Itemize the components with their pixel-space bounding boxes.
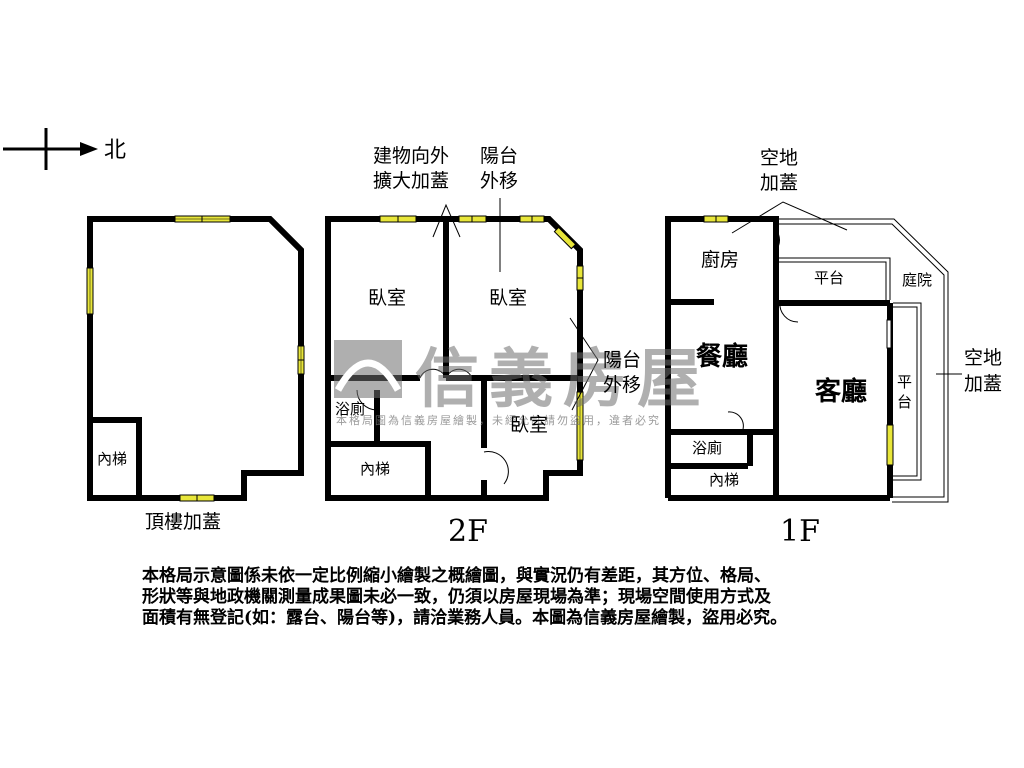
dining-room-label: 餐廳 [696, 342, 749, 372]
first-floor-doors [727, 229, 799, 433]
open-land-right-note-line1: 空地 [964, 347, 1003, 369]
open-land-top-note-line1: 空地 [760, 147, 799, 169]
first-floor-outer-yard [779, 218, 949, 503]
watermark-brand: 信義房屋 [415, 343, 711, 417]
roof-caption: 頂樓加蓋 [145, 511, 222, 533]
second-bedroom-right-label: 臥室 [489, 287, 528, 309]
first-floor-caption: 1F [780, 514, 820, 549]
roof-windows [86, 215, 305, 502]
extension-note-line1: 建物向外 [373, 145, 450, 167]
balcony-side-note-line2: 外移 [603, 374, 642, 396]
kitchen-label: 廚房 [701, 249, 740, 271]
platform-side-label-2: 台 [897, 393, 913, 411]
first-bathroom-label: 浴廁 [692, 439, 723, 457]
north-label: 北 [104, 138, 127, 163]
first-floor-windows [703, 215, 894, 466]
second-floor-windows [379, 215, 584, 461]
roof-stairs-label: 內梯 [97, 450, 128, 468]
courtyard-label: 庭院 [902, 271, 933, 289]
disclaimer: 本格局示意圖係未依一定比例縮小繪製之概繪圖，與實況仍有差距，其方位、格局、 形狀… [142, 566, 902, 629]
second-stairs-label: 內梯 [360, 460, 391, 478]
second-bathroom-label: 浴廁 [335, 400, 366, 418]
first-floor-leader-lines [731, 201, 962, 375]
extension-note-line2: 擴大加蓋 [373, 170, 450, 192]
balcony-side-note-line1: 陽台 [603, 349, 642, 371]
second-bedroom-bottom-label: 臥室 [510, 414, 549, 436]
second-floor-caption: 2F [448, 514, 488, 549]
balcony-top-note-line1: 陽台 [480, 145, 519, 167]
first-stairs-label: 內梯 [709, 471, 740, 489]
watermark-logo-icon [334, 340, 402, 398]
platform-side-label-1: 平 [897, 373, 913, 391]
balcony-top-note-line2: 外移 [480, 170, 519, 192]
open-land-right-note-line2: 加蓋 [964, 373, 1003, 395]
north-arrow-icon [3, 128, 98, 170]
open-land-top-note-line2: 加蓋 [760, 172, 799, 194]
second-bedroom-left-label: 臥室 [368, 287, 407, 309]
disclaimer-line: 本格局示意圖係未依一定比例縮小繪製之概繪圖，與實況仍有差距，其方位、格局、 [142, 566, 771, 586]
disclaimer-line: 面積有無登記(如：露台、陽台等)，請洽業務人員。本圖為信義房屋繪製，盜用必究。 [142, 608, 788, 628]
disclaimer-line: 形狀等與地政機關測量成果圖未必一致，仍須以房屋現場為準；現場空間使用方式及 [142, 587, 771, 607]
living-room-label: 客廳 [815, 377, 868, 407]
watermark-notice: 本格局圖為信義房屋繪製，未經允許請勿盜用，違者必究 [336, 414, 661, 427]
platform-top-label: 平台 [814, 269, 845, 287]
second-floor-leader-lines [432, 198, 599, 411]
